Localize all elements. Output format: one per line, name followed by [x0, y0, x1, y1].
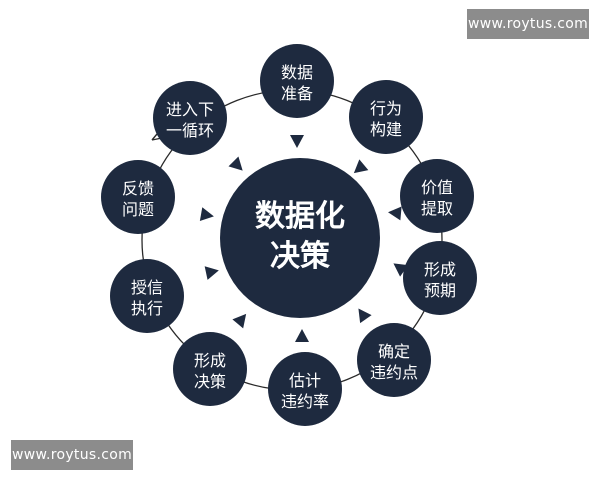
node-circle [403, 241, 477, 315]
node-label-line1: 价值 [421, 178, 453, 197]
outer-nodes: 数据准备行为构建价值提取形成预期确定违约点估计违约率形成决策授信执行反馈问题进入… [101, 44, 477, 426]
node-circle [349, 80, 423, 154]
node-label-line2: 提取 [421, 199, 453, 218]
watermark-top: www.roytus.com [467, 9, 589, 39]
node-circle [268, 352, 342, 426]
center-arrow-8 [204, 266, 219, 280]
center-node: 数据化 决策 [220, 158, 380, 318]
node-circle [400, 159, 474, 233]
node-circle [101, 160, 175, 234]
center-title-line2: 决策 [270, 239, 330, 274]
node-label-line1: 确定 [378, 342, 410, 361]
node-label-line2: 构建 [370, 120, 402, 139]
node-label-line1: 进入下 [166, 100, 214, 119]
node-circle [357, 323, 431, 397]
center-arrow-5 [358, 308, 372, 324]
center-arrow-7 [232, 313, 247, 329]
center-arrows [199, 135, 409, 342]
node-label-line2: 一循环 [166, 121, 214, 140]
center-arrow-4 [393, 263, 409, 277]
node-circle [110, 259, 184, 333]
node-label-line2: 问题 [122, 200, 154, 219]
node-label-line2: 违约率 [281, 392, 329, 411]
center-circle [220, 158, 380, 318]
node-label-line2: 准备 [281, 84, 313, 103]
node-label-line1: 估计 [289, 371, 321, 390]
node-circle [260, 44, 334, 118]
node-label-line2: 预期 [424, 281, 456, 300]
center-title-line1: 数据化 [255, 199, 345, 234]
watermark-bottom: www.roytus.com [11, 440, 133, 470]
node-circle [173, 332, 247, 406]
node-circle [153, 81, 227, 155]
center-arrow-9 [199, 207, 214, 222]
center-arrow-3 [388, 206, 402, 221]
node-label-line2: 决策 [194, 372, 226, 391]
center-arrow-2 [353, 159, 369, 174]
center-arrow-10 [228, 156, 243, 171]
node-label-line1: 授信 [131, 278, 163, 297]
center-arrow-1 [290, 135, 304, 148]
node-label-line2: 执行 [131, 299, 163, 318]
node-label-line1: 形成 [194, 351, 226, 370]
center-arrow-6 [295, 329, 309, 342]
node-label-line1: 数据 [281, 63, 313, 82]
node-label-line1: 反馈 [122, 179, 154, 198]
node-label-line2: 违约点 [370, 363, 418, 382]
node-label-line1: 形成 [424, 260, 456, 279]
node-label-line1: 行为 [370, 99, 402, 118]
